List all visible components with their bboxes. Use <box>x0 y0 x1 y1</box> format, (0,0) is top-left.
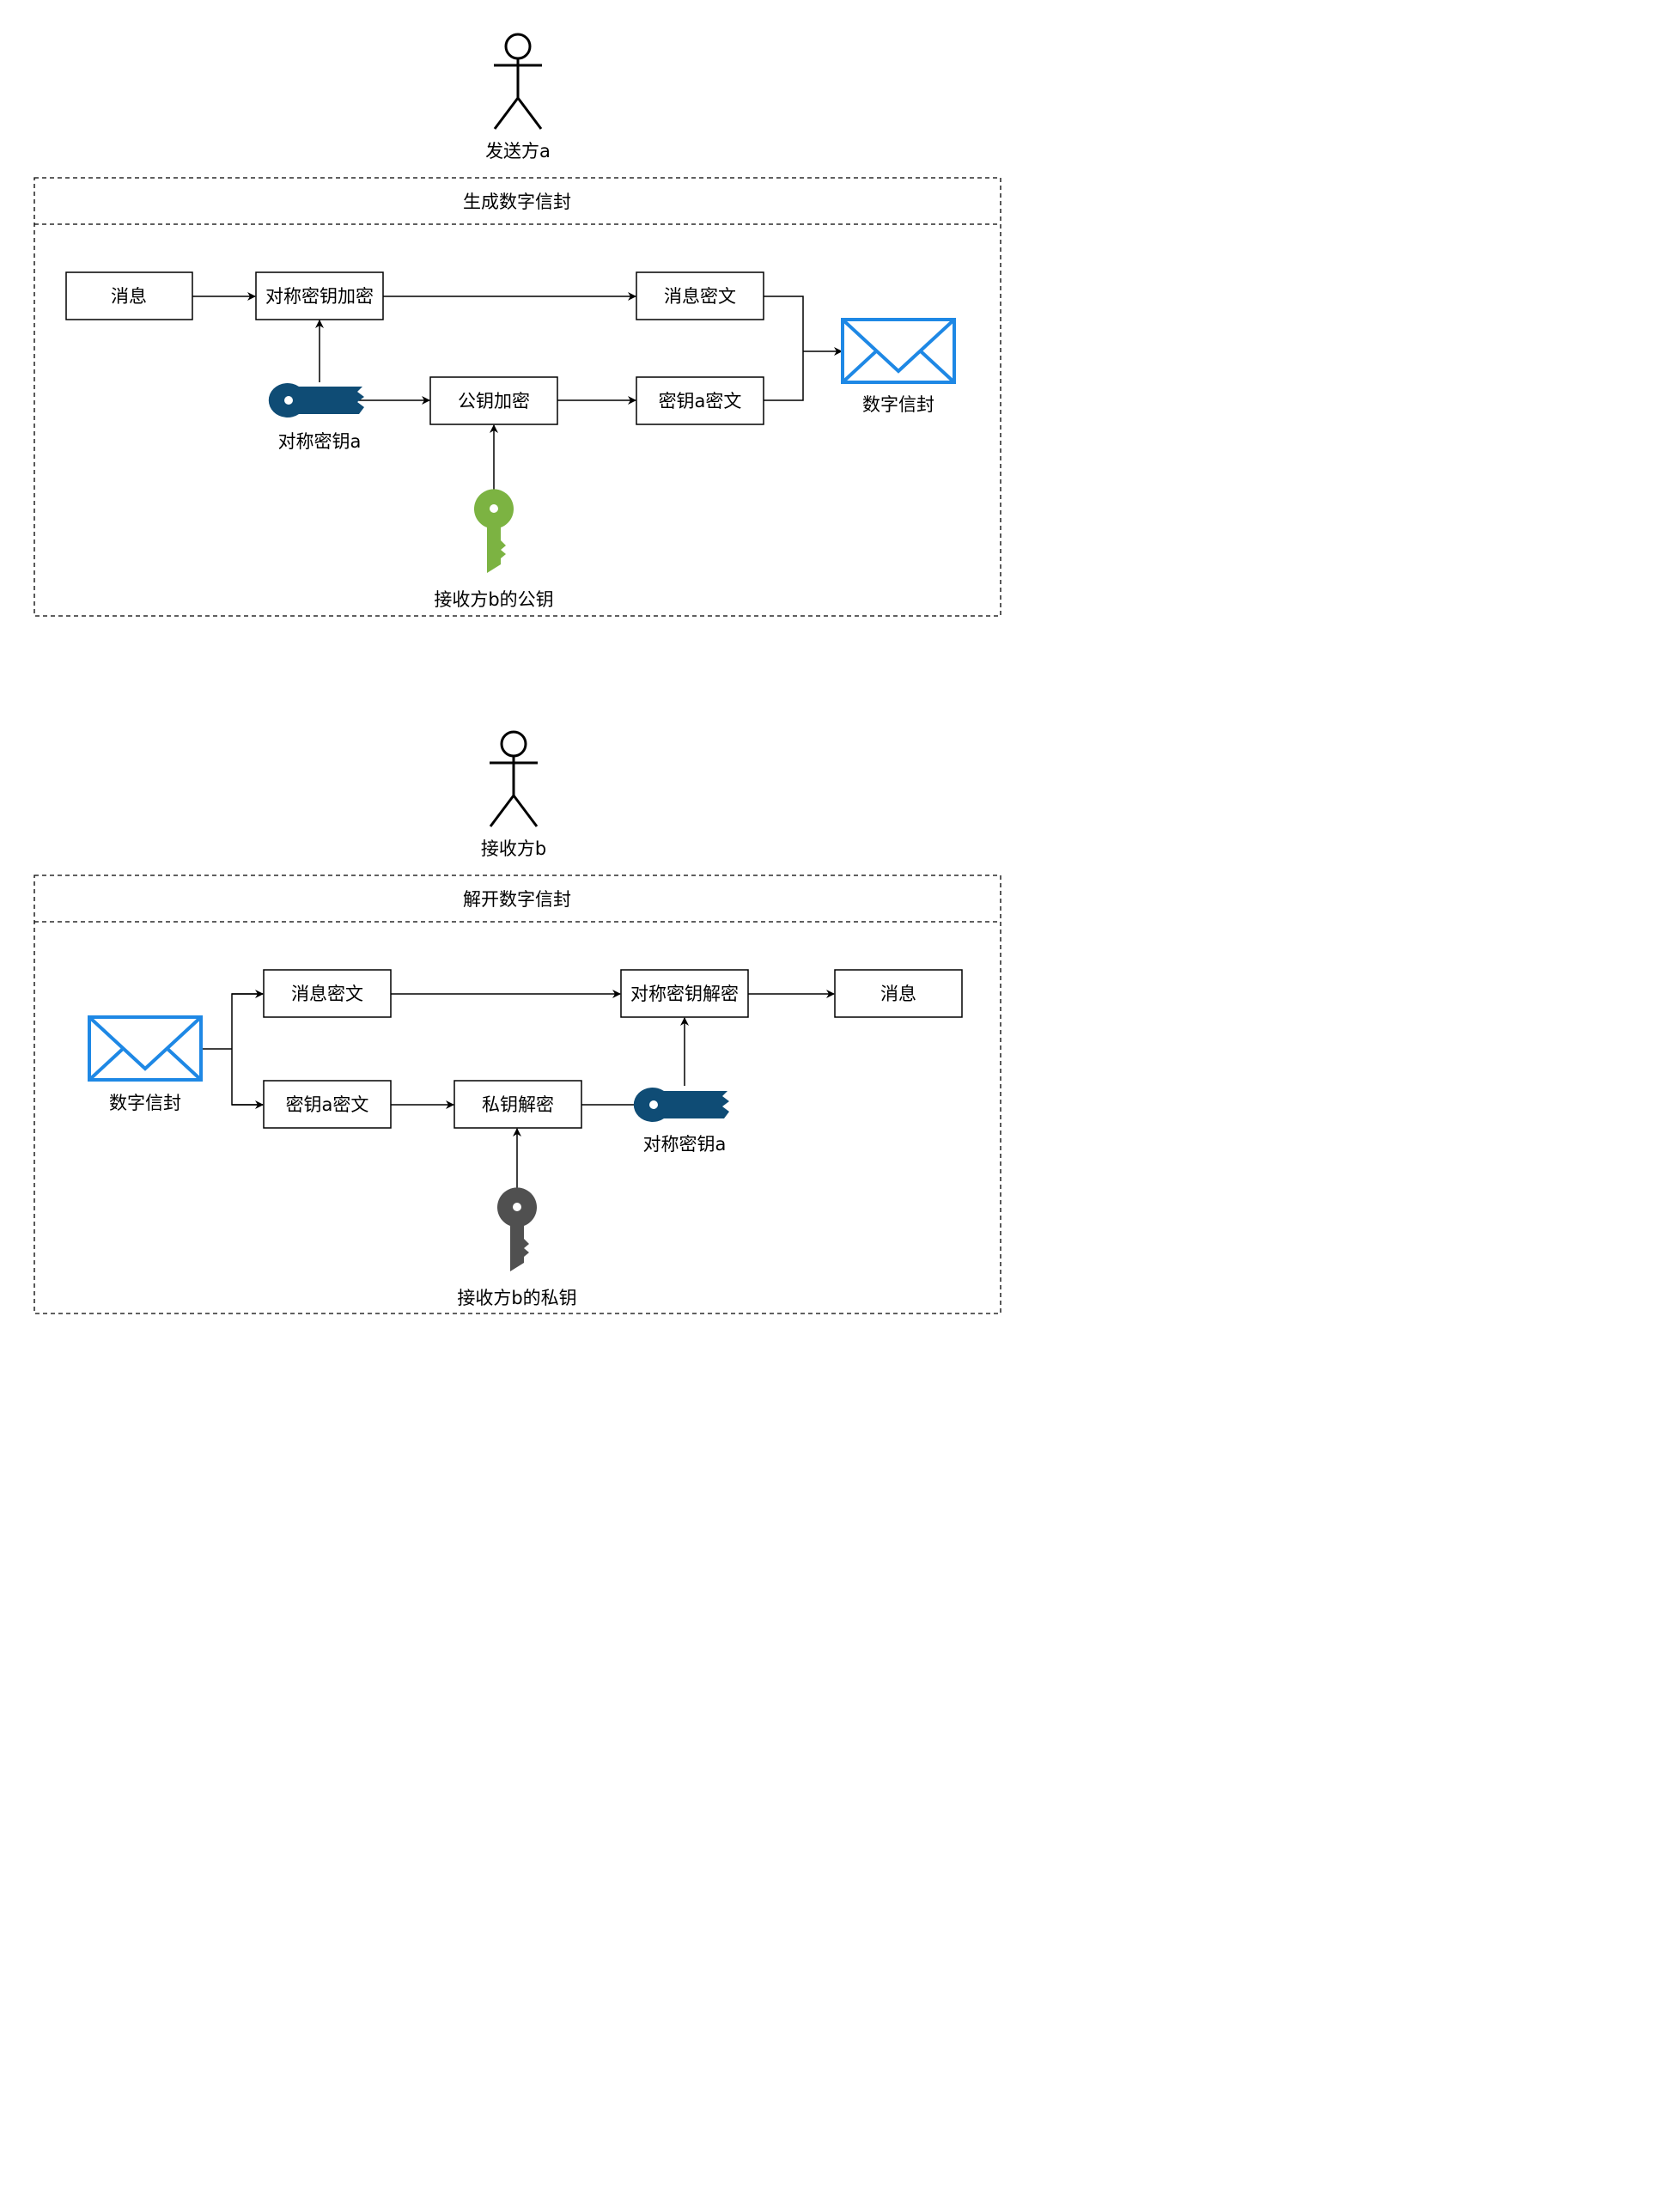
node-message: 消息 <box>834 969 963 1018</box>
node-key-ciphertext: 密钥a密文 <box>263 1080 392 1129</box>
node-message-label: 消息 <box>880 984 916 1004</box>
bottom-edges <box>201 990 835 1192</box>
node-symmetric-decrypt-label: 对称密钥解密 <box>630 984 739 1004</box>
envelope-label: 数字信封 <box>109 1093 181 1113</box>
node-message: 消息 <box>65 271 193 320</box>
generate-envelope-title: 生成数字信封 <box>463 192 571 212</box>
open-envelope-title: 解开数字信封 <box>463 889 571 910</box>
private-key-label: 接收方b的私钥 <box>457 1288 576 1308</box>
public-key-icon <box>474 489 514 573</box>
envelope-icon <box>841 318 956 384</box>
open-envelope-section <box>33 875 1001 1314</box>
sender-actor <box>493 33 543 130</box>
symmetric-key-label: 对称密钥a <box>278 431 362 452</box>
node-message-ciphertext: 消息密文 <box>263 969 392 1018</box>
symmetric-key-label: 对称密钥a <box>643 1134 727 1155</box>
node-key-ciphertext-label: 密钥a密文 <box>286 1094 369 1115</box>
node-message-ciphertext-label: 消息密文 <box>291 984 363 1004</box>
receiver-actor-label: 接收方b <box>481 838 546 859</box>
symmetric-key-icon <box>268 383 364 417</box>
node-public-key-encrypt-label: 公钥加密 <box>458 391 530 411</box>
node-message-ciphertext: 消息密文 <box>636 271 764 320</box>
node-message-ciphertext-label: 消息密文 <box>664 286 736 307</box>
node-private-key-decrypt-label: 私钥解密 <box>482 1094 554 1115</box>
sender-actor-label: 发送方a <box>485 141 551 162</box>
node-symmetric-encrypt: 对称密钥加密 <box>255 271 384 320</box>
symmetric-key-icon <box>633 1088 729 1122</box>
node-private-key-decrypt: 私钥解密 <box>453 1080 582 1129</box>
node-public-key-encrypt: 公钥加密 <box>429 376 558 425</box>
private-key-icon <box>497 1187 537 1271</box>
node-key-ciphertext: 密钥a密文 <box>636 376 764 425</box>
envelope-label: 数字信封 <box>862 394 934 415</box>
envelope-icon <box>88 1015 203 1082</box>
top-edges <box>192 292 843 494</box>
public-key-label: 接收方b的公钥 <box>434 589 553 610</box>
node-symmetric-decrypt: 对称密钥解密 <box>620 969 749 1018</box>
node-message-label: 消息 <box>111 286 147 307</box>
receiver-actor <box>489 730 539 827</box>
node-key-ciphertext-label: 密钥a密文 <box>659 391 742 411</box>
node-symmetric-encrypt-label: 对称密钥加密 <box>265 286 374 307</box>
generate-envelope-section <box>33 177 1001 617</box>
digital-envelope-diagram: 发送方a 生成数字信封 消息 对称密钥加密 消息密文 公钥加密 密钥a密文 <box>33 33 1001 1314</box>
